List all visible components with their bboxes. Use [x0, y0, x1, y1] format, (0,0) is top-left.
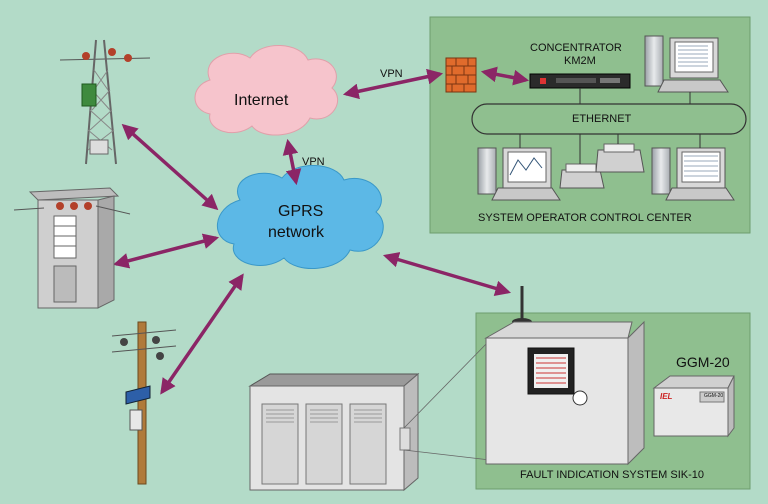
wooden-pole-icon: [111, 321, 177, 485]
firewall-icon: [445, 57, 477, 93]
lattice-pylon-icon: [59, 39, 151, 165]
control-center-title: SYSTEM OPERATOR CONTROL CENTER: [478, 212, 692, 224]
connection-arrows: [112, 66, 530, 395]
ggm20-brand-label: IEL: [660, 392, 673, 401]
workstation-right-icon: [651, 134, 735, 201]
internet-label: Internet: [234, 92, 289, 109]
ggm20-device-icon: [652, 375, 735, 438]
workstation-left-icon: [477, 134, 561, 201]
sik10-cabinet-icon: [484, 286, 645, 466]
workstation-top-icon: [644, 35, 729, 104]
arrow-firewall-concentrator: [480, 66, 530, 86]
ggm20-small-label: GGM-20: [704, 393, 724, 399]
kiosk-cabinet-icon: [13, 187, 131, 309]
concentrator-label: CONCENTRATOR: [530, 42, 622, 54]
vpn-label-side: VPN: [302, 156, 325, 168]
printer-icon-1: [559, 134, 605, 189]
concentrator-model-label: KM2M: [564, 55, 596, 67]
concentrator-device: [529, 73, 631, 104]
ggm20-label: GGM-20: [676, 354, 730, 370]
ethernet-bus: [471, 103, 747, 135]
gprs-label-line2: network: [268, 224, 325, 241]
vpn-label-top: VPN: [380, 68, 403, 80]
fault-system-title: FAULT INDICATION SYSTEM SIK-10: [520, 469, 704, 481]
ethernet-label: ETHERNET: [572, 113, 632, 125]
arrow-pole-gprs: [121, 123, 219, 211]
internet-cloud: [194, 45, 338, 136]
printer-icon-2: [595, 134, 645, 173]
arrow-kiosk-gprs: [112, 233, 220, 269]
arrow-internet-gprs: [282, 138, 302, 186]
arrow-internet-concentrator: [342, 68, 444, 100]
gprs-label-line1: GPRS: [278, 203, 324, 220]
arrow-woodpole-gprs: [160, 273, 244, 395]
arrow-gprs-fault-system: [382, 252, 512, 296]
substation-building-icon: [248, 339, 491, 492]
